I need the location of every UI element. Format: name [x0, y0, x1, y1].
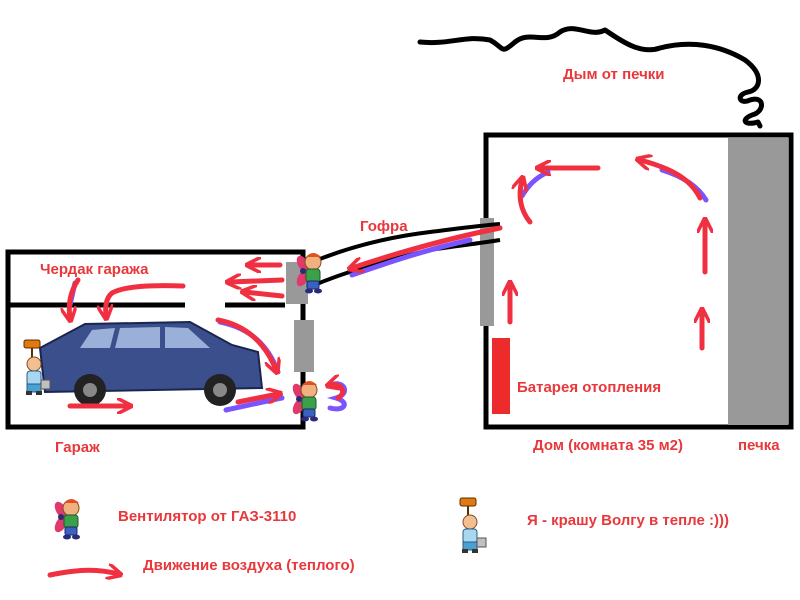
smoke-label: Дым от печки	[563, 66, 665, 83]
stove-smoke	[417, 26, 764, 129]
legend-airflow-label: Движение воздуха (теплого)	[143, 557, 355, 574]
legend-airflow-arrow	[47, 570, 118, 575]
legend-painter-icon	[459, 497, 487, 554]
radiator-label: Батарея отопления	[517, 379, 661, 396]
airflow-arrow	[352, 225, 503, 268]
airflow-arrow	[520, 180, 533, 225]
airflow-arrow	[106, 283, 186, 316]
airflow-arrow	[230, 280, 285, 282]
airflow-arrow	[235, 394, 278, 405]
corrugated-pipe-label: Гофра	[360, 218, 408, 235]
stove-label: печка	[738, 437, 780, 454]
airflow-arrow-shadow	[519, 169, 551, 199]
airflow-arrow	[215, 317, 276, 370]
garage-label: Гараж	[55, 439, 100, 456]
corrugated-pipe	[311, 238, 501, 288]
fan-icon	[289, 380, 319, 422]
legend-painter-label: Я - крашу Волгу в тепле :)))	[527, 512, 729, 529]
garage-wall-section	[294, 320, 314, 372]
radiator-block	[492, 338, 510, 414]
airflow-arrow	[640, 160, 703, 201]
airflow-arrow-shadow	[349, 237, 473, 278]
garage-attic-label: Чердак гаража	[40, 261, 149, 278]
stove-block	[728, 138, 788, 425]
corrugated-pipe	[304, 222, 501, 267]
airflow-arrow	[330, 384, 345, 401]
airflow-arrow	[245, 292, 285, 296]
house-wall-pipe-section	[480, 218, 494, 326]
legend-fan-label: Вентилятор от ГАЗ-3110	[118, 508, 296, 525]
house-label: Дом (комната 35 м2)	[533, 437, 683, 454]
car-icon	[38, 320, 264, 406]
airflow-arrow	[69, 277, 81, 318]
legend: Вентилятор от ГАЗ-3110 Я - крашу Волгу в…	[47, 497, 729, 575]
legend-fan-icon	[51, 498, 81, 540]
